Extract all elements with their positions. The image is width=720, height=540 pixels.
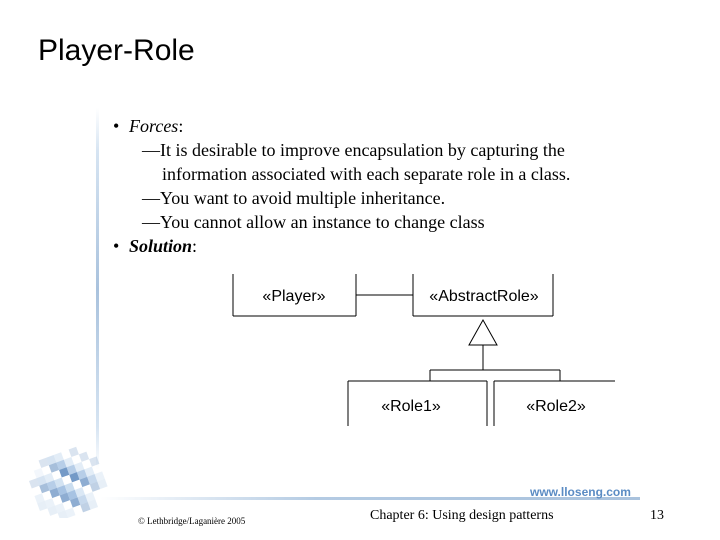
- logo-tile: [87, 474, 98, 485]
- logo-tile: [84, 466, 95, 477]
- forces-label: Forces: [129, 116, 179, 136]
- bullet-dot: •: [113, 236, 120, 256]
- solution-bullet: • Solution:: [113, 234, 673, 258]
- forces-bullet: • Forces:: [113, 114, 673, 138]
- logo-tile: [82, 484, 93, 495]
- logo-tile: [74, 487, 86, 498]
- logo-tile: [70, 497, 81, 508]
- force-item-1-line-1: —It is desirable to improve encapsulatio…: [142, 140, 565, 160]
- website-url: www.lloseng.com: [530, 485, 631, 499]
- logo-tile: [29, 478, 40, 489]
- player-class-label: «Player»: [262, 288, 325, 305]
- logo-tile: [89, 481, 101, 492]
- logo-tile: [92, 489, 103, 500]
- bottom-decorative-bar: [100, 497, 640, 500]
- logo-tile: [52, 495, 63, 506]
- bullet-dot: •: [113, 116, 120, 136]
- logo-tile: [33, 467, 45, 479]
- force-item-1-line-2: information associated with each separat…: [162, 164, 571, 184]
- logo-tile: [37, 500, 48, 512]
- logo-tile: [49, 487, 60, 499]
- logo-tile: [53, 452, 64, 463]
- logo-tile: [94, 471, 105, 482]
- logo-tile: [44, 472, 55, 484]
- logo-tile: [47, 505, 58, 516]
- logo-tile: [67, 489, 78, 501]
- logo-tile: [64, 482, 75, 493]
- forces-colon: :: [178, 116, 184, 136]
- decorative-checker-logo: [29, 446, 108, 518]
- logo-tile: [61, 449, 72, 460]
- logo-tile: [31, 485, 42, 497]
- page-number: 13: [650, 508, 664, 523]
- force-item-2: —You want to avoid multiple inheritance.: [142, 188, 446, 208]
- logo-tile: [61, 474, 73, 486]
- logo-tile: [72, 504, 84, 516]
- chapter-footer: Chapter 6: Using design patterns: [370, 508, 554, 523]
- logo-tile: [54, 477, 65, 488]
- logo-tile: [71, 454, 82, 465]
- left-decorative-bar: [96, 108, 99, 470]
- solution-colon: :: [192, 236, 198, 256]
- logo-tile: [79, 476, 90, 488]
- logo-tile: [87, 499, 99, 510]
- logo-tile: [51, 470, 62, 481]
- logo-tile: [62, 500, 73, 511]
- logo-tile: [72, 479, 83, 490]
- logo-tile: [66, 464, 77, 475]
- logo-tile: [74, 461, 85, 473]
- abstract-role-class-label: «AbstractRole»: [429, 288, 538, 305]
- generalization-triangle: [468, 318, 498, 346]
- logo-tile: [78, 451, 90, 462]
- slide-title: Player-Role: [38, 34, 195, 67]
- logo-tile: [38, 457, 49, 468]
- force-item-3: —You cannot allow an instance to change …: [142, 212, 485, 232]
- logo-tile: [57, 485, 68, 496]
- logo-tile: [54, 502, 66, 514]
- logo-tile: [46, 455, 57, 466]
- logo-tile: [41, 465, 52, 476]
- logo-tile: [59, 467, 70, 478]
- logo-tile: [39, 483, 50, 494]
- logo-tile: [85, 491, 96, 503]
- role1-class-label: «Role1»: [381, 398, 441, 415]
- logo-tile: [80, 502, 91, 513]
- logo-tile: [36, 475, 47, 486]
- role2-class-label: «Role2»: [526, 398, 586, 415]
- logo-tile: [76, 469, 88, 480]
- logo-tile: [68, 446, 79, 458]
- logo-tile: [89, 456, 100, 467]
- logo-tile: [63, 457, 75, 468]
- logo-tile: [34, 493, 45, 504]
- logo-tile: [48, 462, 60, 473]
- logo-tile: [97, 478, 108, 490]
- logo-tile: [77, 494, 88, 505]
- logo-tile: [81, 459, 92, 470]
- logo-tile: [91, 463, 103, 475]
- logo-tile: [65, 507, 76, 518]
- bullet-list: • Forces: —It is desirable to improve enc…: [113, 114, 673, 258]
- logo-tile: [41, 490, 53, 501]
- logo-tile: [44, 498, 55, 509]
- copyright-footer: © Lethbridge/Laganière 2005: [138, 516, 246, 526]
- solution-label: Solution: [129, 236, 193, 256]
- logo-tile: [59, 492, 71, 503]
- logo-tile: [57, 510, 68, 518]
- logo-tile: [46, 480, 58, 491]
- logo-tile: [69, 472, 80, 483]
- logo-tile: [56, 459, 67, 471]
